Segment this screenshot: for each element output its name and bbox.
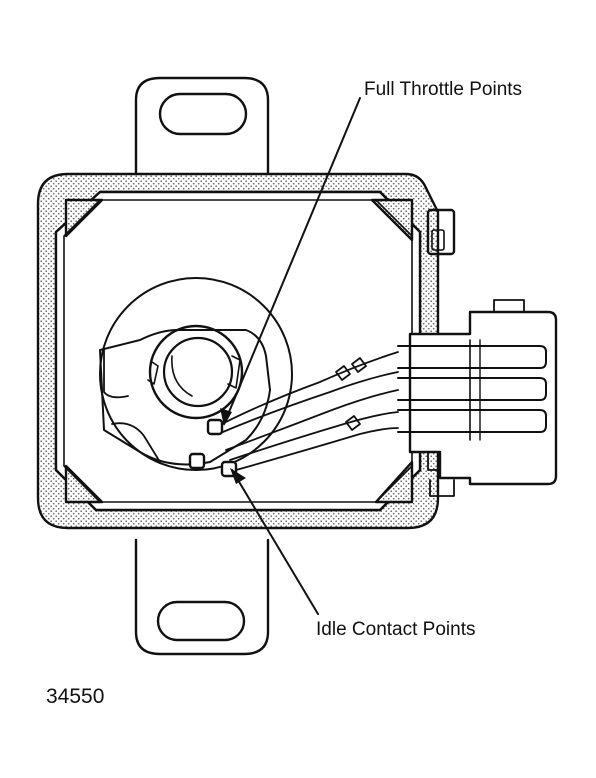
full-throttle-leader: [223, 97, 361, 425]
upper-mounting-slot: [158, 92, 248, 136]
electrical-connector: [408, 310, 558, 486]
figure-number: 34550: [46, 685, 105, 708]
idle-contact-a: [188, 452, 206, 470]
full-throttle-arrowhead: [220, 408, 232, 426]
corner-gusset-tl: [64, 198, 104, 238]
rotor-disc: [99, 277, 293, 471]
upper-right-boss: [426, 208, 456, 256]
full-throttle-contact: [206, 418, 224, 436]
contact-traces: [213, 351, 399, 471]
wiper-arm: [99, 329, 271, 466]
lower-mounting-slot: [156, 600, 246, 642]
idle-contact-arrowhead: [230, 468, 246, 484]
full-throttle-points-label: Full Throttle Points: [364, 79, 523, 100]
corner-gusset-bl: [64, 464, 104, 504]
upper-mounting-tab: [134, 76, 270, 176]
lower-mounting-tab: [134, 538, 270, 656]
shaft-hub-outer: [148, 324, 244, 420]
idle-contact-points-label: Idle Contact Points: [316, 619, 476, 640]
corner-gusset-tr: [370, 198, 414, 242]
connector-pins: [397, 339, 547, 441]
idle-contact-leader: [231, 469, 319, 615]
shaft-hub-inner: [162, 336, 234, 408]
